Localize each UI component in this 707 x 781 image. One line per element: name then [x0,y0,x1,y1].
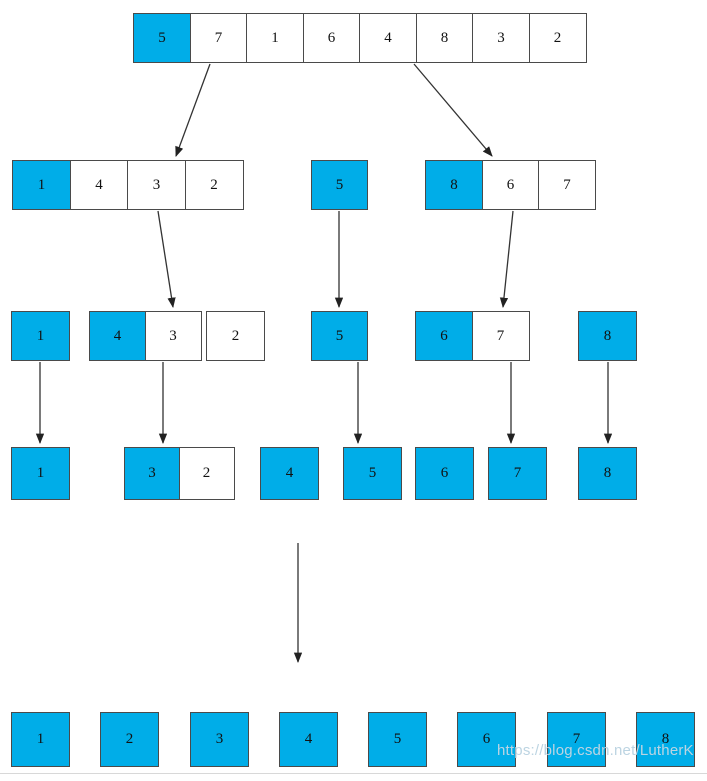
array-cell: 1 [11,712,70,767]
array-cell: 6 [302,13,361,63]
array-cell: 3 [190,712,249,767]
arrow-l1g0-to-l2 [157,210,176,309]
array-cell: 2 [528,13,587,63]
array-cell: 1 [11,447,70,500]
array-cell: 4 [89,311,146,361]
watermark-text: https://blog.csdn.net/LutherK [497,742,694,759]
array-cell: 4 [359,13,417,63]
array-cell: 7 [538,160,596,210]
array-cell: 8 [636,712,695,767]
array-cell: 2 [206,311,265,361]
array-cell: 6 [481,160,540,210]
array-cell: 7 [488,447,547,500]
array-cell: 6 [415,447,474,500]
array-cell: 7 [547,712,606,767]
arrow-split-left [175,63,211,157]
array-cell: 5 [343,447,402,500]
array-cell: 1 [12,160,71,210]
array-cell: 6 [415,311,473,361]
array-cell: 5 [133,13,191,63]
array-cell: 3 [144,311,202,361]
array-cell: 8 [578,311,637,361]
array-cell: 3 [124,447,180,500]
array-cell: 4 [260,447,319,500]
array-cell: 2 [178,447,235,500]
arrow-split-right [413,63,493,157]
array-cell: 8 [415,13,474,63]
bottom-divider [0,773,707,774]
array-cell: 7 [189,13,248,63]
array-cell: 2 [184,160,244,210]
array-cell: 5 [311,311,368,361]
array-cell: 3 [472,13,530,63]
array-cell: 1 [246,13,304,63]
array-cell: 8 [578,447,637,500]
array-cell: 1 [11,311,70,361]
array-cell: 8 [425,160,483,210]
array-cell: 3 [127,160,186,210]
array-cell: 2 [100,712,159,767]
array-cell: 6 [457,712,516,767]
array-cell: 7 [471,311,530,361]
arrow-l1g2-to-l2 [499,210,514,309]
array-cell: 5 [311,160,368,210]
array-cell: 5 [368,712,427,767]
array-cell: 4 [69,160,129,210]
array-cell: 4 [279,712,338,767]
